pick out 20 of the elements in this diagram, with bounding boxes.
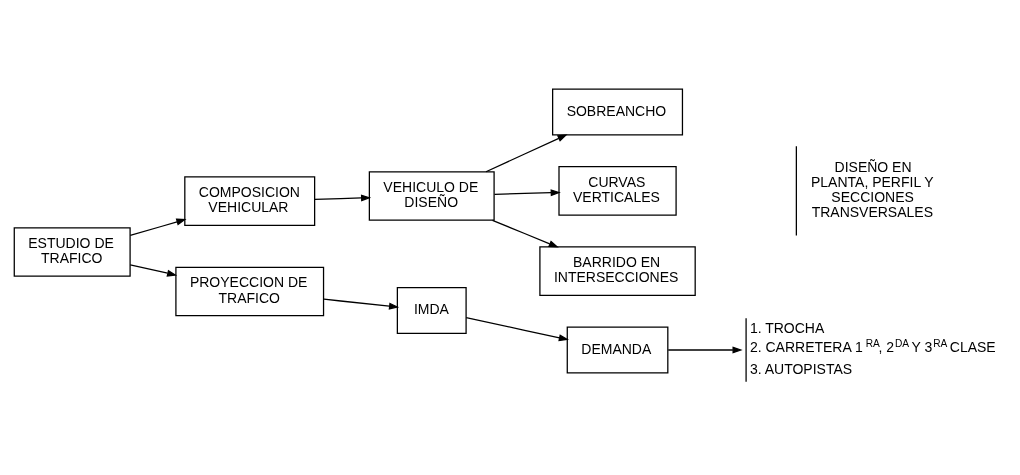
node-box: VEHICULO DE DISEÑO [368, 170, 495, 221]
node-box: PROYECCION DE TRAFICO [175, 266, 325, 316]
arrow [667, 345, 743, 354]
node-box: ESTUDIO DE TRAFICO [13, 226, 131, 277]
node-box: DEMANDA [566, 325, 669, 374]
arrow [129, 263, 178, 277]
arrow [314, 193, 372, 202]
arrow [465, 316, 569, 341]
node-box: COMPOSICION VEHICULAR [184, 175, 316, 226]
node-text: 1. TROCHA 2. CARRETERA 1$^{RA}$, 2$^{DA}$ Y 3$^{RA}$ CLASE 3. AUTOPISTAS [749, 319, 996, 377]
node-box: IMDA [396, 286, 467, 334]
node-box: SOBREANCHO [552, 87, 684, 136]
arrow [493, 188, 561, 196]
label: DISEÑO EN PLANTA, PERFIL Y SECCIONES TRANSVERSALES [811, 158, 934, 220]
node-box: BARRIDO EN INTERSECCIONES [539, 245, 696, 296]
arrow [485, 133, 568, 172]
arrow [129, 218, 187, 236]
node-box: CURVAS VERTICALES [558, 165, 677, 216]
arrow [491, 219, 559, 248]
arrow [323, 298, 400, 310]
